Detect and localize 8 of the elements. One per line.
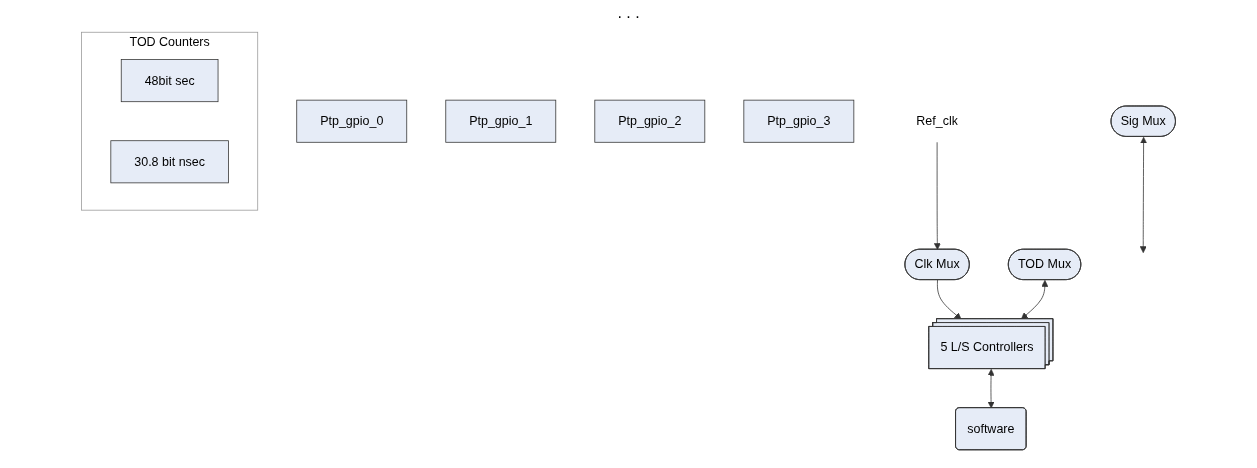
node-box: Ptp_gpio_0: [296, 99, 408, 143]
node-box: Ptp_gpio_1: [445, 99, 557, 143]
node-box: 30.8 bit nsec: [110, 140, 229, 184]
node-text: Ref_clk: [916, 114, 958, 128]
node-box: Ptp_gpio_3: [743, 99, 855, 143]
node-box: Ptp_gpio_2: [594, 99, 706, 143]
ellipsis-note: . . .: [617, 4, 640, 21]
node-box: 48bit sec: [120, 59, 219, 103]
